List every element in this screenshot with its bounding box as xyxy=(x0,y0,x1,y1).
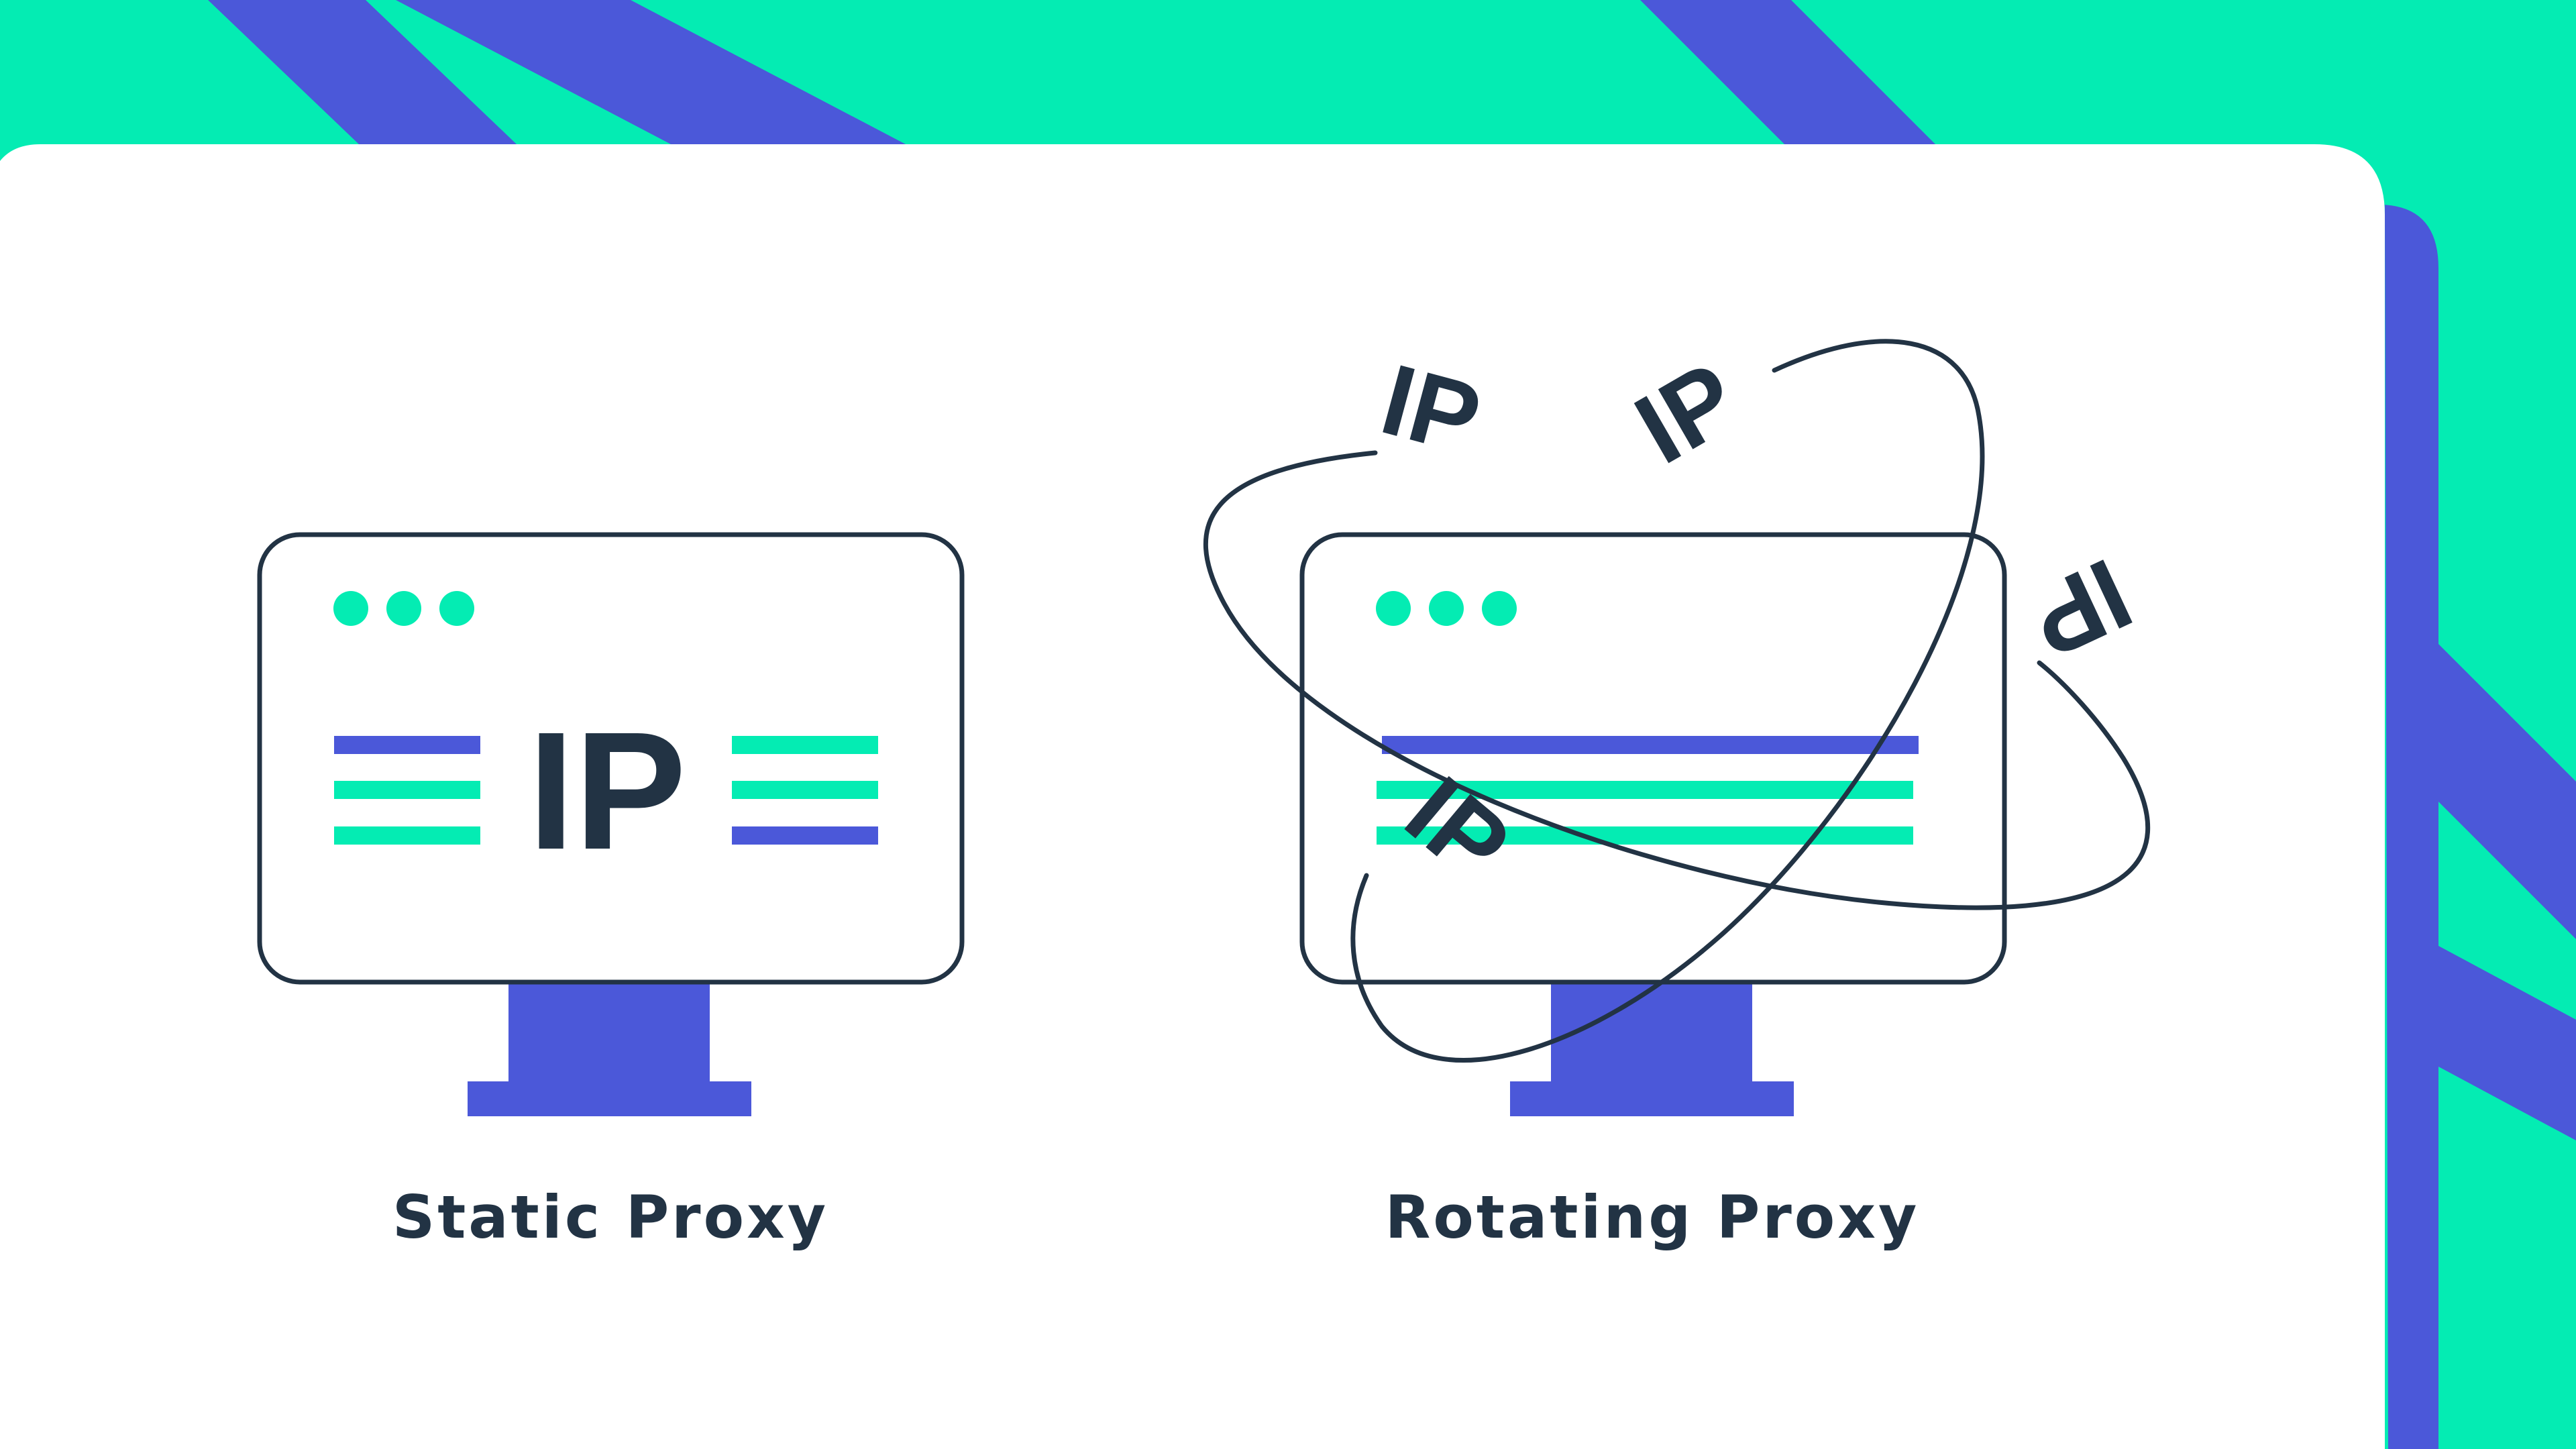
text-line xyxy=(334,826,480,845)
static-proxy-label: Static Proxy xyxy=(392,1183,828,1252)
monitor-screen xyxy=(1299,532,2007,985)
window-dots-icon xyxy=(1376,591,1517,626)
monitor-base xyxy=(468,1081,751,1116)
orbit-paths xyxy=(1203,339,2151,1063)
text-line xyxy=(732,781,878,799)
stripe xyxy=(1640,0,1935,144)
stripe xyxy=(2438,946,2576,1140)
stripe xyxy=(2438,644,2576,939)
static-proxy-monitor: IP xyxy=(257,532,965,1116)
monitor-screen xyxy=(257,532,965,985)
text-line xyxy=(732,736,878,754)
rotating-proxy-label: Rotating Proxy xyxy=(1385,1183,1920,1252)
orbit-path xyxy=(1203,450,2151,910)
monitor-base xyxy=(1510,1081,1794,1116)
monitor-stand xyxy=(1551,983,1752,1083)
window-dots-icon xyxy=(333,591,474,626)
stripe xyxy=(396,0,906,144)
static-ip-text: IP xyxy=(528,697,686,884)
rotating-proxy-monitor xyxy=(1299,532,2007,1116)
monitor-stand xyxy=(508,983,710,1083)
main-card xyxy=(0,144,2385,1449)
stripe xyxy=(208,0,517,144)
orbit-path xyxy=(1350,339,1985,1063)
text-line xyxy=(732,826,878,845)
text-line xyxy=(1382,736,1919,754)
decorative-stripes-top xyxy=(208,0,1935,144)
stripe xyxy=(2388,268,2438,1449)
decorative-stripes-right xyxy=(2388,268,2576,1449)
text-line xyxy=(1377,826,1913,845)
text-line xyxy=(334,736,480,754)
text-line xyxy=(334,781,480,799)
